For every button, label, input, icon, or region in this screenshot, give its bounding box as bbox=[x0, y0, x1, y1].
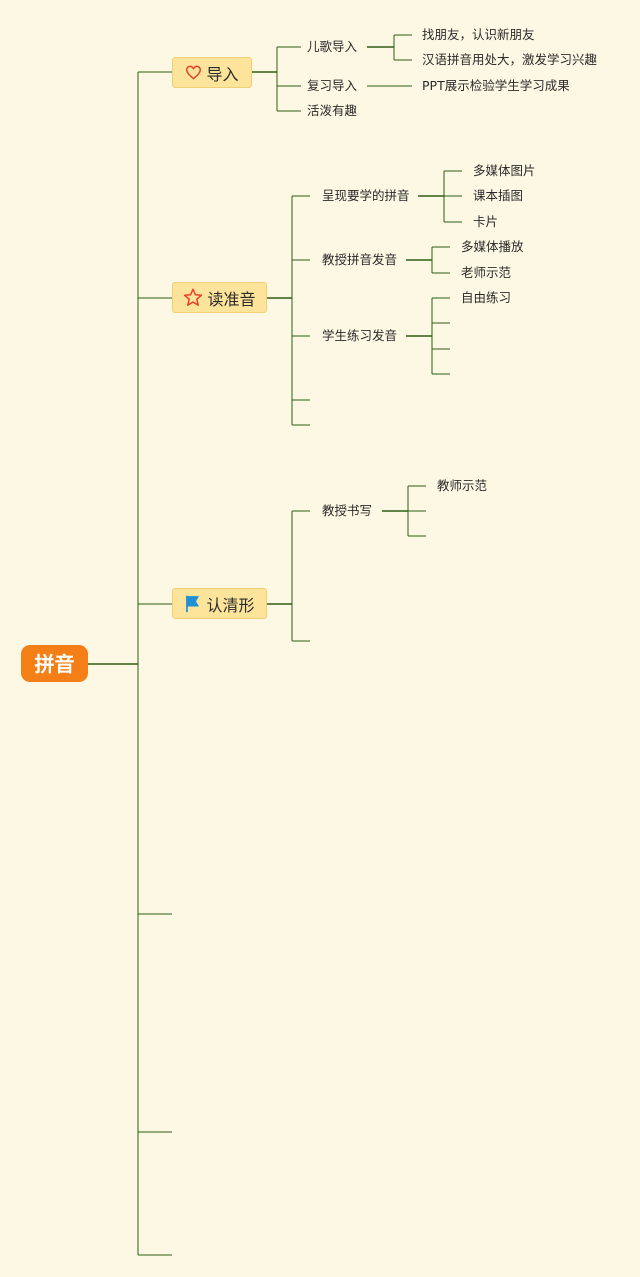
leaf-topic[interactable]: 汉语拼音用处大，激发学习兴趣 bbox=[422, 52, 598, 67]
subtopic[interactable]: 呈现要学的拼音 bbox=[322, 188, 410, 203]
subtopic[interactable]: 复习导入 bbox=[307, 78, 358, 93]
connector bbox=[277, 46, 301, 112]
subtopic[interactable]: 教授拼音发音 bbox=[322, 252, 398, 267]
branch-topic-shape[interactable]: 认清形 bbox=[172, 588, 267, 619]
branch-topic-label: 导入 bbox=[206, 64, 239, 84]
connector bbox=[431, 297, 450, 375]
flag-icon bbox=[184, 594, 202, 613]
connector bbox=[292, 195, 310, 426]
connector bbox=[443, 170, 462, 223]
branch-topic-pronunciation[interactable]: 读准音 bbox=[172, 282, 267, 313]
leaf-topic[interactable]: 多媒体图片 bbox=[473, 163, 536, 178]
connector bbox=[431, 246, 450, 274]
leaf-topic[interactable]: PPT展示检验学生学习成果 bbox=[422, 78, 570, 93]
root-topic-label: 拼音 bbox=[34, 652, 75, 676]
root-topic[interactable]: 拼音 bbox=[21, 645, 88, 682]
subtopic[interactable]: 教授书写 bbox=[322, 503, 373, 518]
subtopic[interactable]: 学生练习发音 bbox=[322, 328, 398, 343]
leaf-topic[interactable]: 老师示范 bbox=[461, 265, 512, 280]
leaf-topic[interactable]: 教师示范 bbox=[437, 478, 488, 493]
subtopic[interactable]: 儿歌导入 bbox=[307, 39, 358, 54]
connector bbox=[407, 485, 426, 537]
branch-topic-label: 读准音 bbox=[207, 289, 256, 309]
connector bbox=[291, 510, 310, 642]
branch-topic-label: 认清形 bbox=[206, 595, 255, 615]
star-icon bbox=[183, 288, 203, 307]
connector bbox=[393, 34, 412, 61]
leaf-topic[interactable]: 自由练习 bbox=[461, 290, 512, 305]
branch-topic-intro[interactable]: 导入 bbox=[172, 57, 252, 88]
heart-icon bbox=[185, 65, 202, 80]
subtopic[interactable]: 活泼有趣 bbox=[307, 103, 358, 118]
leaf-topic[interactable]: 卡片 bbox=[473, 214, 499, 229]
leaf-topic[interactable]: 多媒体播放 bbox=[461, 239, 524, 254]
leaf-topic[interactable]: 课本插图 bbox=[473, 188, 524, 203]
leaf-topic[interactable]: 找朋友，认识新朋友 bbox=[422, 27, 535, 42]
